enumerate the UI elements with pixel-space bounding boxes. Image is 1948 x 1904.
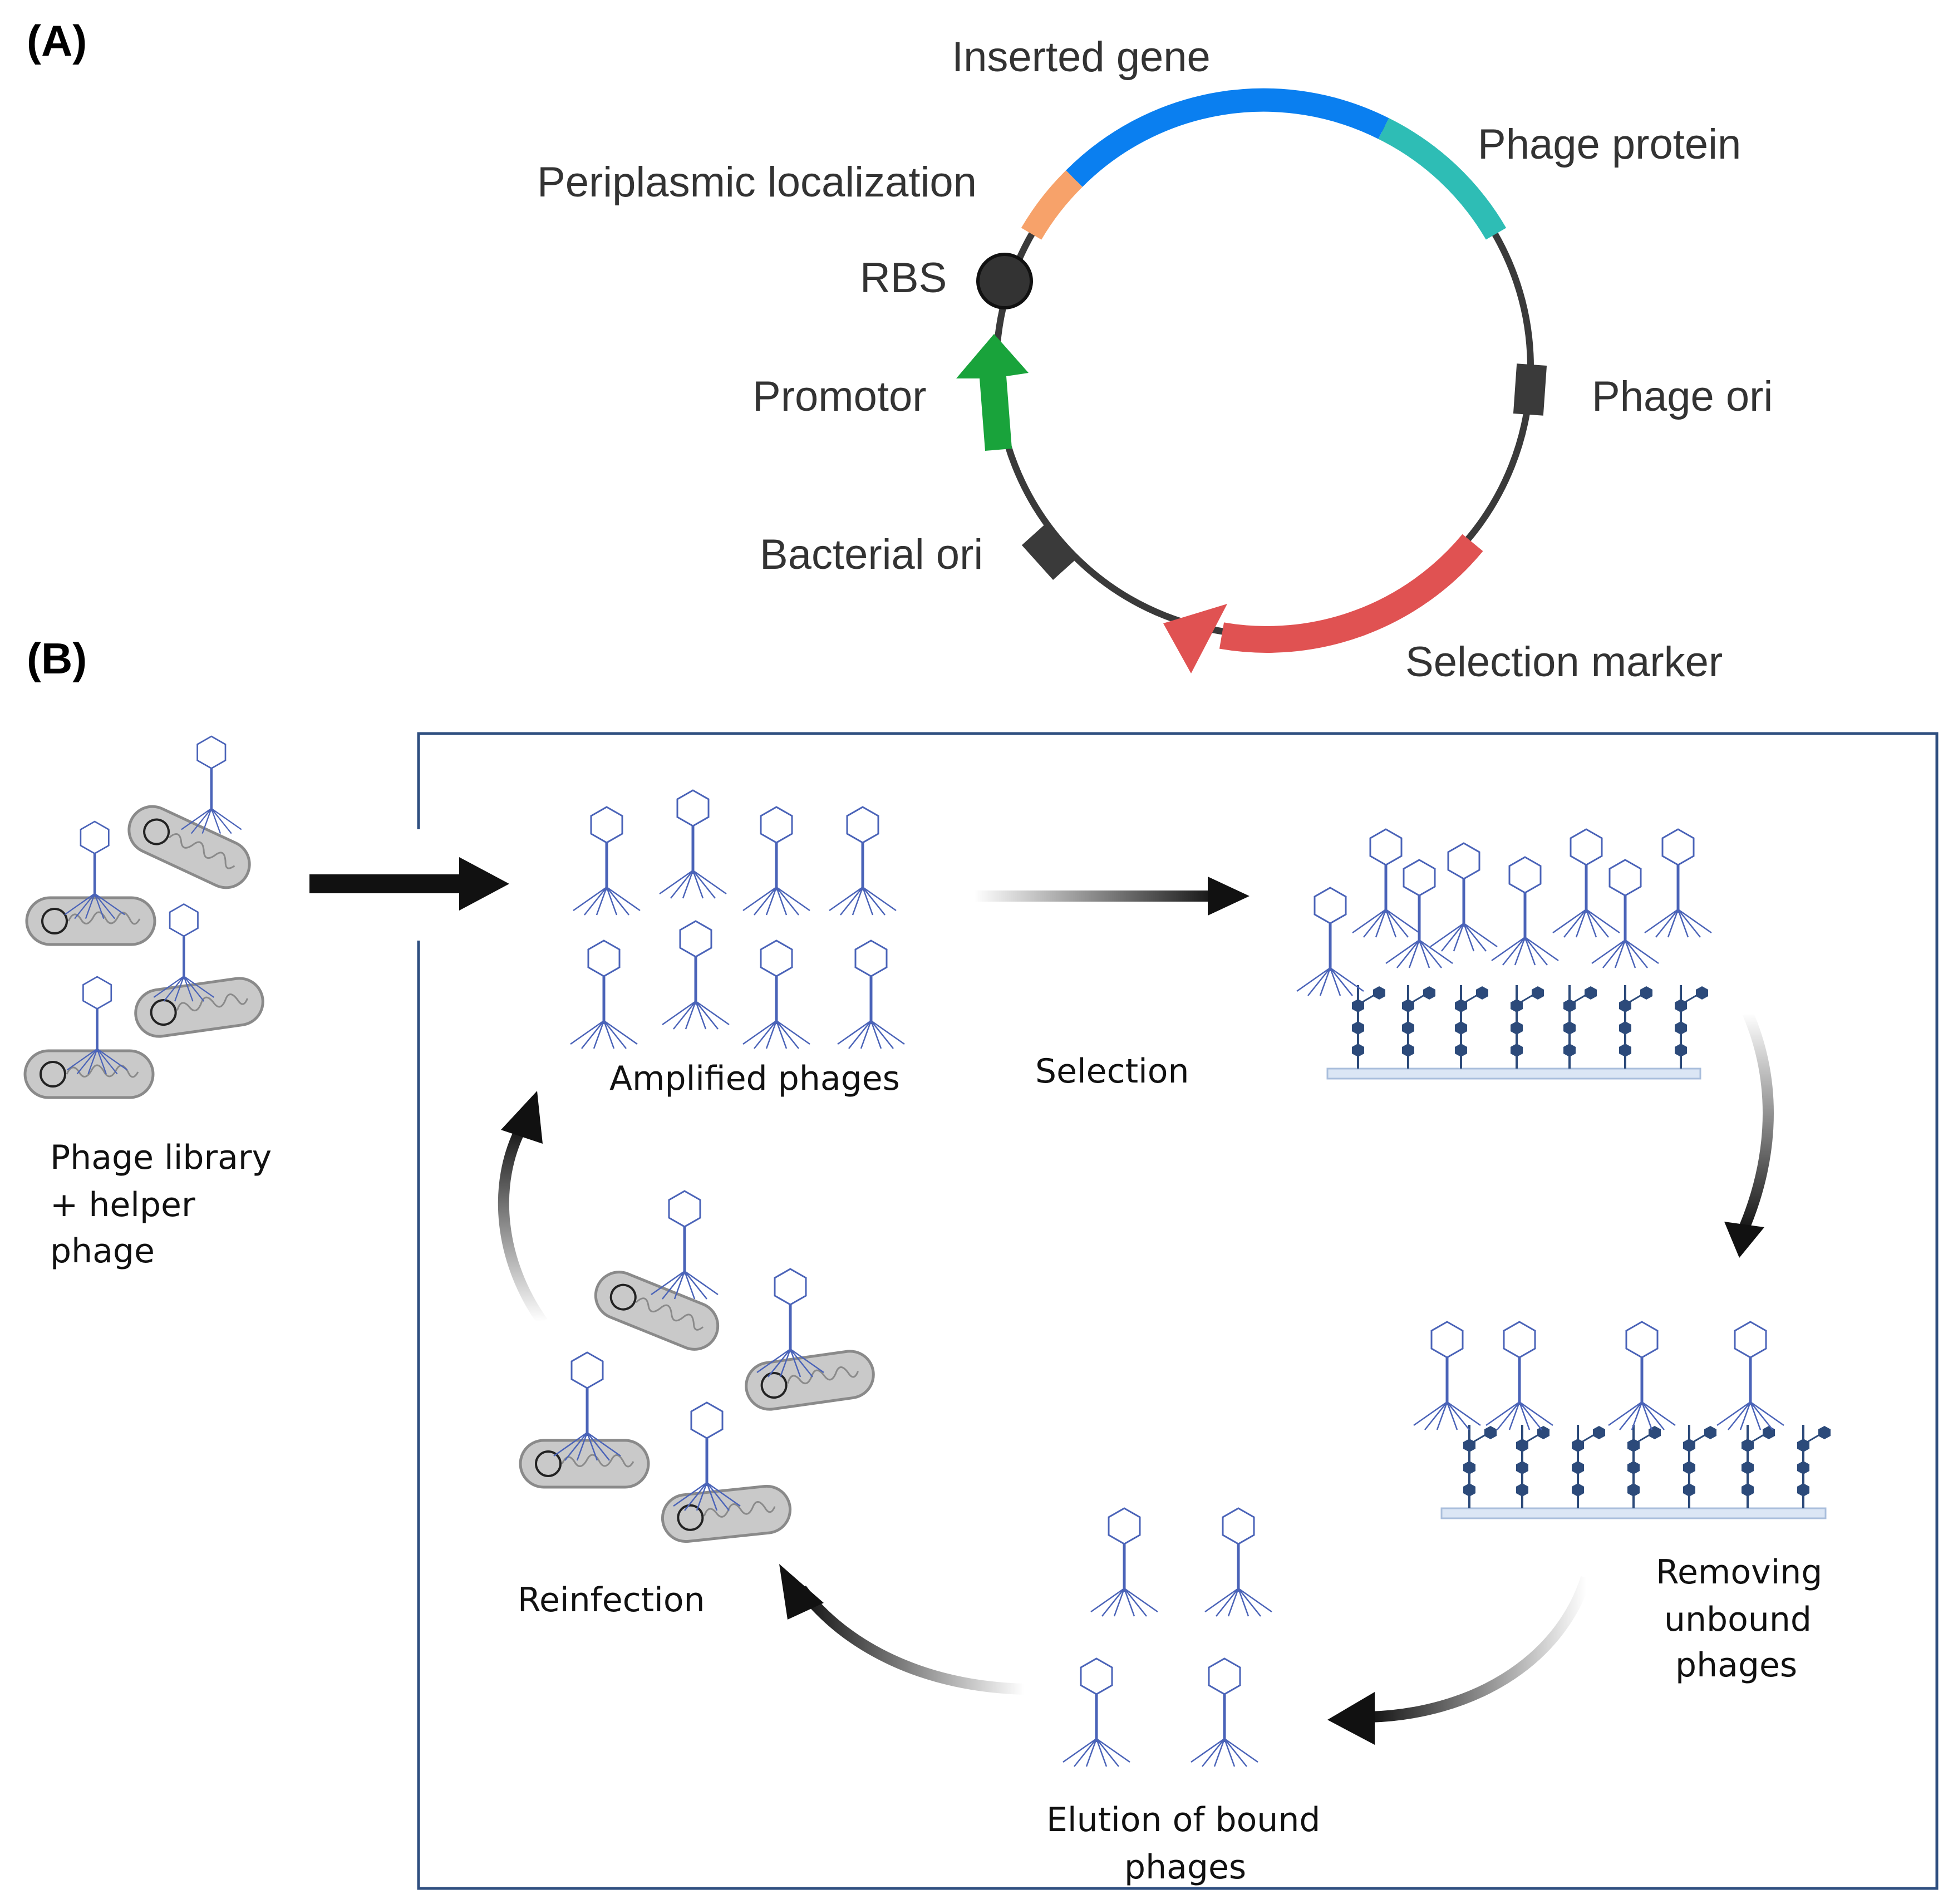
phage-protein-segment	[1378, 118, 1507, 240]
bacterial-ori-marker	[1021, 522, 1079, 580]
selection-marker-segment	[1219, 534, 1483, 653]
label-removing-3: phages	[1675, 1646, 1797, 1685]
label-elution-1: Elution of bound	[1046, 1800, 1320, 1839]
label-library-3: phage	[50, 1232, 155, 1271]
label-removing-2: unbound	[1664, 1600, 1812, 1639]
removing-arrow	[1737, 1011, 1774, 1235]
plasmid-map: Inserted gene Phage protein Periplasmic …	[537, 33, 1773, 686]
label-reinfection: Reinfection	[518, 1581, 705, 1620]
label-elution-2: phages	[1124, 1848, 1246, 1887]
reinfection-arrow	[797, 1585, 1025, 1695]
panel-a-label: (A)	[27, 16, 87, 65]
amplified-phages-group	[570, 790, 904, 1049]
removing-surface-group	[1414, 1322, 1832, 1519]
amplification-arrow	[498, 1121, 548, 1325]
periplasmic-localization-segment	[1021, 170, 1083, 240]
label-selection: Selection	[1035, 1052, 1189, 1091]
selection-surface-group	[1297, 829, 1711, 1080]
label-amplified: Amplified phages	[609, 1059, 900, 1098]
phage-library-group	[25, 736, 266, 1098]
label-selection-marker: Selection marker	[1405, 638, 1723, 686]
promotor-arrow	[956, 334, 1029, 451]
elution-arrow	[1369, 1576, 1592, 1723]
label-inserted-gene: Inserted gene	[952, 33, 1211, 81]
label-periplasmic-localization: Periplasmic localization	[537, 159, 977, 206]
rbs-marker	[976, 253, 1033, 309]
selection-arrow	[974, 890, 1219, 902]
label-bacterial-ori: Bacterial ori	[760, 531, 983, 578]
selection-marker-arrowhead	[1163, 604, 1227, 673]
label-library-2: + helper	[50, 1185, 195, 1224]
inserted-gene-segment	[1066, 88, 1389, 187]
label-removing-1: Removing	[1656, 1553, 1822, 1592]
panel-b-label: (B)	[27, 634, 87, 683]
elution-phages-group	[1063, 1508, 1272, 1767]
reinfection-group	[520, 1191, 877, 1544]
label-library-1: Phage library	[50, 1138, 272, 1177]
label-rbs: RBS	[860, 254, 947, 302]
label-phage-protein: Phage protein	[1478, 121, 1741, 168]
cycle-frame	[417, 732, 1939, 1890]
label-promotor: Promotor	[752, 373, 927, 420]
label-phage-ori: Phage ori	[1592, 373, 1773, 420]
phage-ori-marker	[1513, 363, 1547, 416]
